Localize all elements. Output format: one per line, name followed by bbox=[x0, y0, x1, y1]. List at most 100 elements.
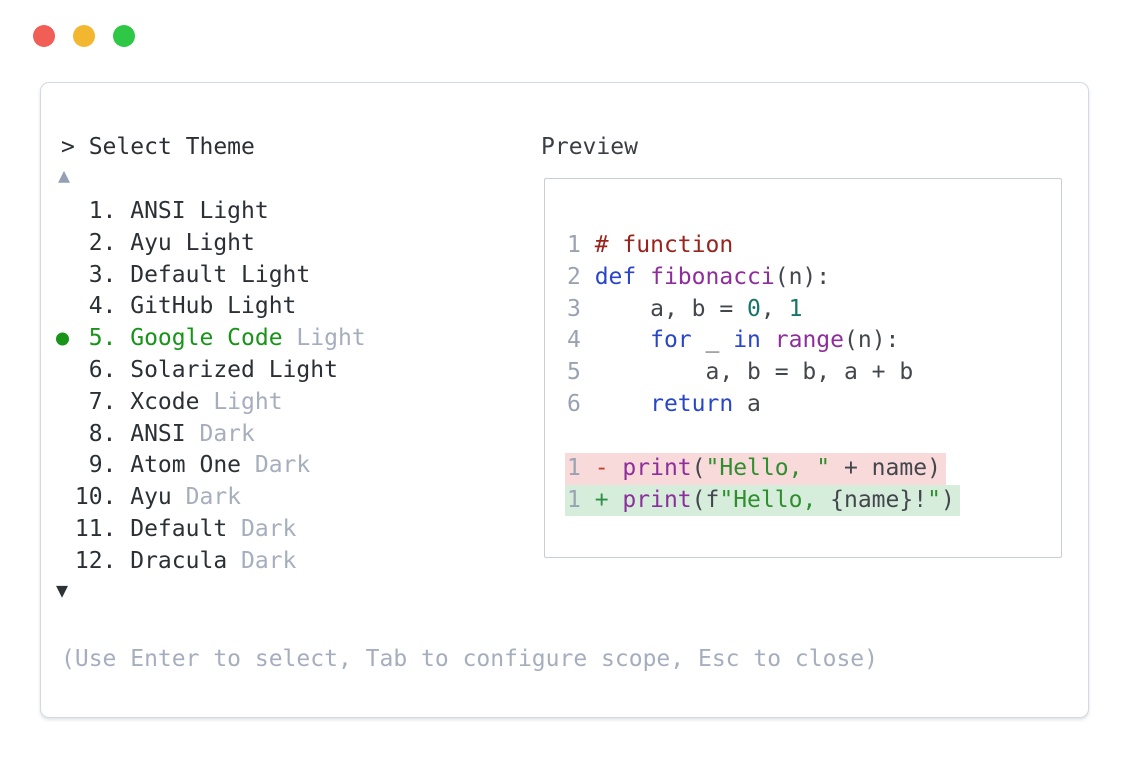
theme-item-variant: Dark bbox=[241, 452, 311, 479]
theme-item-default-light[interactable]: 3. Default Light bbox=[61, 260, 366, 292]
code-token: in bbox=[733, 327, 761, 354]
diff-minus-icon: - bbox=[594, 454, 623, 481]
theme-item-ansi-dark[interactable]: 8. ANSI Dark bbox=[61, 419, 366, 451]
theme-selector-panel: > Select Theme Preview ▲ 1. ANSI Light 2… bbox=[40, 82, 1089, 718]
theme-item-github-light[interactable]: 4. GitHub Light bbox=[61, 291, 366, 323]
code-token: def bbox=[594, 263, 637, 290]
code-token bbox=[595, 391, 650, 417]
maximize-window-button[interactable] bbox=[113, 25, 135, 47]
prompt-symbol: > bbox=[61, 134, 89, 160]
theme-item-atom-one-dark[interactable]: 9. Atom One Dark bbox=[61, 450, 366, 482]
code-token: print bbox=[622, 454, 692, 481]
theme-item-google-code-light-selected[interactable]: 5. Google Code Light bbox=[56, 323, 366, 355]
code-token: # function bbox=[594, 232, 734, 258]
code-token: range bbox=[774, 327, 844, 354]
theme-item-variant: Light bbox=[199, 388, 283, 415]
theme-item-variant: Dark bbox=[185, 420, 255, 447]
code-token bbox=[595, 327, 650, 353]
theme-item-number: 10. bbox=[61, 484, 117, 511]
code-token: {name}! bbox=[830, 486, 928, 513]
theme-item-number: 12. bbox=[61, 547, 117, 574]
code-token: "Hello, bbox=[719, 486, 831, 513]
code-token: "Hello, " bbox=[705, 454, 831, 481]
code-token: (f bbox=[691, 486, 720, 513]
theme-item-name: Ayu Light bbox=[116, 229, 255, 256]
page-title: Select Theme bbox=[88, 134, 255, 160]
code-token: return bbox=[650, 390, 734, 417]
line-number: 1 bbox=[567, 486, 581, 513]
code-token: (n): bbox=[774, 263, 831, 290]
code-token: a, b = bbox=[594, 295, 748, 322]
select-theme-prompt: > Select Theme bbox=[61, 131, 255, 163]
theme-item-name: ANSI Light bbox=[116, 198, 269, 224]
diff-removed-row: 1- print("Hello, " + name) bbox=[565, 452, 1061, 485]
theme-item-xcode-light[interactable]: 7. Xcode Light bbox=[61, 387, 366, 419]
code-token bbox=[636, 264, 650, 290]
code-token: ) bbox=[940, 486, 955, 513]
line-number: 5 bbox=[567, 359, 581, 386]
diff-plus-icon: + bbox=[594, 486, 623, 513]
code-token: 1 bbox=[788, 295, 803, 322]
theme-item-number: 4. bbox=[61, 293, 117, 320]
diff-added-row: 1+ print(f"Hello, {name}!") bbox=[565, 484, 1061, 517]
theme-item-variant: Dark bbox=[171, 484, 242, 511]
code-line: 2 def fibonacci(n): bbox=[567, 262, 1061, 294]
preview-label: Preview bbox=[541, 134, 638, 160]
minimize-window-button[interactable] bbox=[73, 25, 95, 47]
code-line: 3 a, b = 0, 1 bbox=[567, 294, 1061, 326]
scroll-up-icon[interactable]: ▲ bbox=[58, 163, 71, 187]
code-token: _ bbox=[691, 327, 734, 354]
theme-item-name: Google Code bbox=[116, 325, 283, 352]
code-token: ( bbox=[691, 454, 706, 481]
diff-removed-line: 1- print("Hello, " + name) bbox=[565, 452, 946, 485]
theme-item-number: 1. bbox=[61, 198, 117, 224]
line-number: 1 bbox=[567, 454, 581, 481]
theme-item-variant: Dark bbox=[227, 515, 297, 542]
diff-added-line: 1+ print(f"Hello, {name}!") bbox=[565, 484, 960, 517]
keyboard-hint: (Use Enter to select, Tab to configure s… bbox=[61, 646, 878, 672]
theme-item-name: GitHub Light bbox=[116, 293, 297, 320]
theme-item-number: 8. bbox=[61, 420, 117, 447]
theme-list: 1. ANSI Light 2. Ayu Light 3. Default Li… bbox=[56, 196, 366, 578]
theme-item-ansi-light[interactable]: 1. ANSI Light bbox=[61, 196, 366, 228]
code-token: for bbox=[650, 327, 692, 354]
theme-item-name: Dracula bbox=[116, 547, 228, 574]
code-token: print bbox=[622, 486, 692, 513]
scroll-down-icon[interactable]: ▼ bbox=[56, 578, 69, 602]
theme-item-name: Solarized Light bbox=[116, 356, 338, 383]
code-token: + name) bbox=[830, 454, 941, 481]
selected-indicator-dot bbox=[56, 332, 69, 346]
theme-item-ayu-dark[interactable]: 10. Ayu Dark bbox=[61, 482, 366, 514]
theme-item-number: 5. bbox=[61, 325, 117, 352]
line-number: 3 bbox=[567, 295, 581, 322]
code-line: 4 for _ in range(n): bbox=[567, 325, 1061, 357]
theme-item-name: Xcode bbox=[116, 388, 200, 415]
theme-item-default-dark[interactable]: 11. Default Dark bbox=[61, 514, 366, 546]
theme-item-ayu-light[interactable]: 2. Ayu Light bbox=[61, 228, 366, 260]
theme-item-name: Atom One bbox=[116, 452, 242, 479]
close-window-button[interactable] bbox=[33, 25, 55, 47]
line-number: 1 bbox=[567, 232, 581, 258]
theme-item-name: Ayu bbox=[116, 484, 172, 511]
line-number: 6 bbox=[567, 390, 581, 417]
window-controls bbox=[33, 25, 135, 47]
line-number: 2 bbox=[567, 263, 581, 290]
code-token: (n): bbox=[844, 327, 900, 354]
code-line: 6 return a bbox=[567, 389, 1061, 421]
theme-item-variant: Light bbox=[282, 325, 366, 352]
theme-item-name: Default bbox=[116, 515, 228, 542]
line-number: 4 bbox=[567, 327, 581, 354]
code-token: fibonacci bbox=[650, 263, 775, 290]
code-line: 5 a, b = b, a + b bbox=[567, 357, 1061, 389]
theme-item-number: 11. bbox=[61, 515, 117, 542]
theme-item-number: 2. bbox=[61, 229, 117, 256]
theme-item-dracula-dark[interactable]: 12. Dracula Dark bbox=[61, 546, 366, 578]
theme-item-name: ANSI bbox=[116, 420, 186, 447]
theme-item-solarized-light[interactable]: 6. Solarized Light bbox=[61, 355, 366, 387]
theme-item-variant: Dark bbox=[227, 547, 297, 574]
code-token bbox=[761, 327, 775, 353]
theme-item-number: 9. bbox=[61, 452, 117, 479]
code-token: a bbox=[733, 390, 761, 417]
